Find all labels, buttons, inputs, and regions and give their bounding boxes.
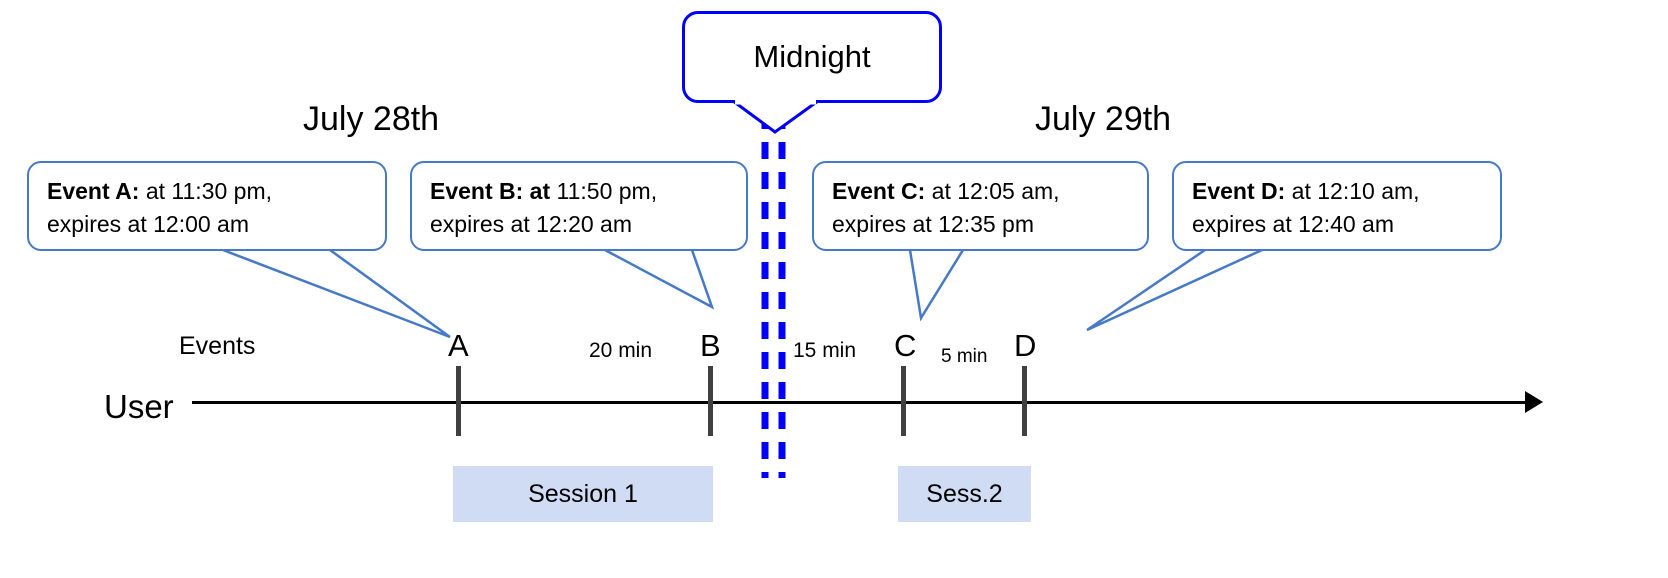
interval-label-a-to-b: 20 min [589, 339, 653, 362]
event-b-callout-tail [604, 248, 715, 310]
event-a-callout[interactable]: Event A: at 11:30 pm, expires at 12:00 a… [27, 161, 387, 251]
event-letter-d: D [1014, 328, 1037, 363]
event-c-callout[interactable]: Event C: at 12:05 am, expires at 12:35 p… [812, 161, 1149, 251]
event-d-callout-line2: expires at 12:40 am [1192, 211, 1395, 237]
event-a-callout-line2: expires at 12:00 am [47, 211, 250, 237]
timeline-axis [192, 401, 1527, 404]
date-label-july-29: July 29th [1035, 100, 1172, 138]
event-tick-a[interactable] [456, 366, 461, 436]
event-letter-a: A [448, 328, 469, 363]
event-c-callout-line2: expires at 12:35 pm [832, 211, 1035, 237]
midnight-callout-label: Midnight [753, 39, 871, 74]
row-label-user: User [104, 388, 174, 425]
event-b-callout[interactable]: Event B: at 11:50 pm, expires at 12:20 a… [410, 161, 748, 251]
event-tick-b[interactable] [708, 366, 713, 436]
event-b-callout-line1: Event B: at 11:50 pm, [430, 175, 732, 208]
event-c-callout-bold: Event C: [832, 178, 926, 204]
session-bar-2[interactable]: Sess.2 [898, 466, 1031, 522]
event-c-callout-rest: at 12:05 am, [925, 178, 1060, 204]
event-a-callout-bold: Event A: [47, 178, 140, 204]
event-letter-b: B [700, 328, 721, 363]
timeline-axis-arrowhead [1525, 391, 1543, 413]
event-d-callout-bold: Event D: [1192, 178, 1286, 204]
event-b-callout-rest: 11:50 pm, [550, 178, 658, 204]
event-c-callout-line1: Event C: at 12:05 am, [832, 175, 1133, 208]
event-a-callout-rest: at 11:30 pm, [139, 178, 272, 204]
event-a-callout-tail [222, 248, 451, 339]
event-tick-c[interactable] [901, 366, 906, 436]
event-d-callout-rest: at 12:10 am, [1285, 178, 1420, 204]
interval-label-b-to-c: 15 min [793, 339, 857, 362]
row-label-events: Events [179, 332, 256, 360]
event-b-callout-line2: expires at 12:20 am [430, 211, 633, 237]
event-c-callout-tail [908, 249, 965, 322]
event-d-callout[interactable]: Event D: at 12:10 am, expires at 12:40 a… [1172, 161, 1502, 251]
interval-label-c-to-d: 5 min [941, 346, 988, 367]
session-bar-1-label: Session 1 [528, 480, 638, 508]
midnight-callout[interactable]: Midnight [682, 11, 942, 103]
session-bar-2-label: Sess.2 [926, 480, 1003, 508]
event-letter-c: C [894, 328, 917, 363]
date-label-july-28: July 28th [303, 100, 440, 138]
event-a-callout-line1: Event A: at 11:30 pm, [47, 175, 371, 208]
midnight-callout-tail [732, 99, 819, 134]
event-tick-d[interactable] [1022, 366, 1027, 436]
session-bar-1[interactable]: Session 1 [453, 466, 713, 522]
event-b-callout-bold: Event B: at [430, 178, 551, 204]
event-d-callout-tail [1086, 248, 1263, 332]
event-d-callout-line1: Event D: at 12:10 am, [1192, 175, 1486, 208]
